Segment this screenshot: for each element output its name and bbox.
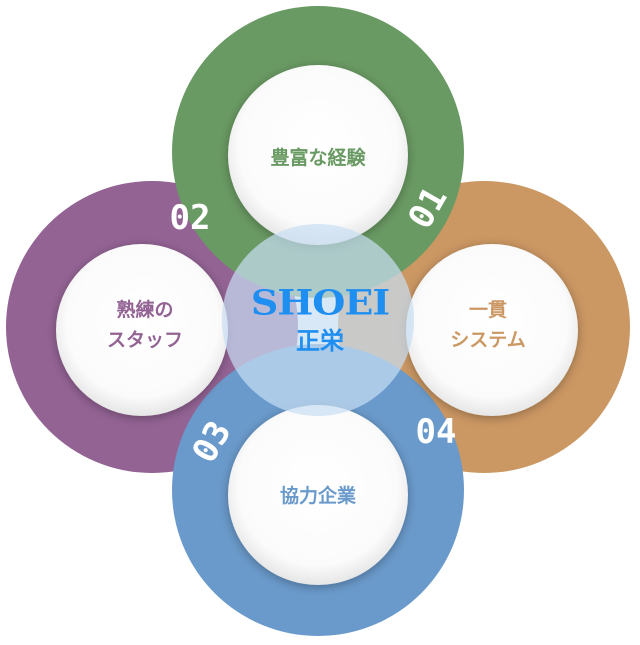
segment-number-04: 04 [415, 412, 457, 452]
center-circle [222, 224, 414, 416]
segment-number-02: 02 [169, 198, 211, 238]
inner-circle-04 [406, 244, 578, 416]
company-name: 正栄 [296, 327, 344, 355]
label-staff: 熟練のスタッフ [106, 299, 184, 351]
label-experience: 豊富な経験 [270, 147, 366, 169]
inner-circle-01 [228, 65, 408, 245]
label-system: 一貫システム [450, 299, 526, 351]
logo-text: SHOEI [250, 282, 390, 323]
shoei-logo: SHOEI 正栄 [250, 280, 390, 356]
label-partners: 協力企業 [279, 485, 357, 507]
inner-circle-03 [228, 405, 408, 585]
inner-circle-02 [56, 244, 228, 416]
